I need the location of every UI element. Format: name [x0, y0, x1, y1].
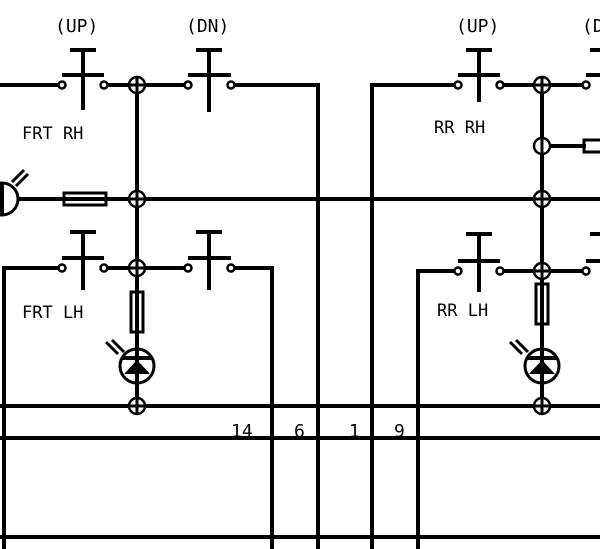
label-frt-rh: FRT RH [22, 124, 83, 144]
label-wire-1: 1 [349, 421, 360, 442]
resistor-rear-lamp [534, 282, 550, 326]
led-front [104, 338, 156, 385]
junction-nodes [127, 75, 552, 416]
switch-rr-lh-dn [581, 232, 600, 276]
label-wire-6: 6 [294, 421, 305, 442]
switch-frt-rh-up [57, 48, 109, 110]
resistor-front-lamp [129, 290, 145, 334]
label-wire-9: 9 [394, 421, 405, 442]
label-up-right: (UP) [456, 16, 499, 37]
label-up-left: (UP) [55, 16, 98, 37]
switch-rr-lh-up [453, 232, 505, 292]
label-wire-14: 14 [231, 421, 253, 442]
label-frt-lh: FRT LH [22, 303, 83, 323]
led-left-edge [0, 168, 30, 217]
resistor-rear-top [582, 138, 600, 154]
switch-frt-rh-dn [183, 48, 236, 112]
switch-rr-rh-dn [581, 48, 600, 90]
label-rr-rh: RR RH [434, 118, 485, 138]
label-dn-right: (DN) [582, 16, 600, 37]
label-dn-left: (DN) [186, 16, 229, 37]
switch-rr-rh-up [453, 48, 505, 102]
label-rr-lh: RR LH [437, 301, 488, 321]
led-rear [508, 338, 561, 385]
resistor-front-bus [62, 191, 108, 207]
switch-frt-lh-dn [183, 230, 236, 290]
switch-frt-lh-up [57, 230, 109, 290]
